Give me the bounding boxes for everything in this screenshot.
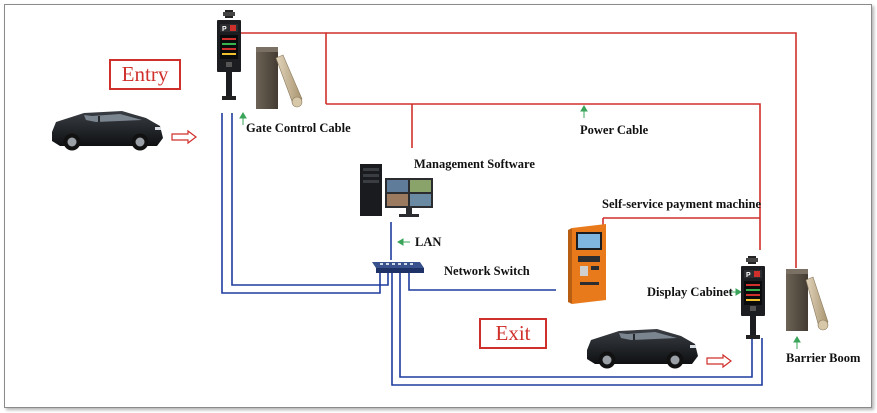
lan-line-entry-outer [221,113,381,294]
network-switch-image [372,262,424,273]
power-line-main [326,103,761,250]
display-cabinet-label: Display Cabinet [647,285,733,299]
lan-line-exit-inner [399,272,753,378]
management-software-label: Management Software [414,157,535,171]
network-switch-label: Network Switch [444,264,530,278]
payment-machine-label: Self-service payment machine [602,197,761,211]
exit-barrier-gate [786,269,829,331]
barrier-boom-label: Barrier Boom [786,351,861,365]
pointer-arrows [239,105,801,349]
exit-parking-sign: P [746,272,751,279]
power-cable-lines [229,32,797,268]
power-line-outer [326,32,797,268]
network-cable-lines [221,113,763,386]
entry-parking-sign: P [222,26,227,33]
entry-car-image [52,111,163,151]
entry-direction-arrow [171,129,197,145]
entry-badge: Entry [109,59,181,90]
exit-direction-arrow [706,353,732,369]
diagram-frame [4,4,872,408]
lan-line-exit-outer [391,272,763,386]
entry-display-cabinet: P [217,10,241,100]
lan-pointer [397,238,410,246]
entry-barrier-gate [256,47,303,109]
display-cabinet-pointer [729,288,742,296]
exit-display-cabinet: P [741,256,765,339]
lan-line-entry-inner [231,113,389,286]
barrier-boom-pointer [793,336,801,349]
payment-kiosk-image [568,224,606,304]
management-computer-image [360,164,433,217]
power-cable-label: Power Cable [580,123,649,137]
exit-badge: Exit [479,318,547,349]
exit-car-image [587,329,698,369]
power-cable-pointer [580,105,588,118]
lan-line-payment [408,272,556,291]
lan-label: LAN [415,235,442,249]
gate-control-cable-label: Gate Control Cable [246,121,351,135]
gate-cable-pointer [239,112,247,125]
